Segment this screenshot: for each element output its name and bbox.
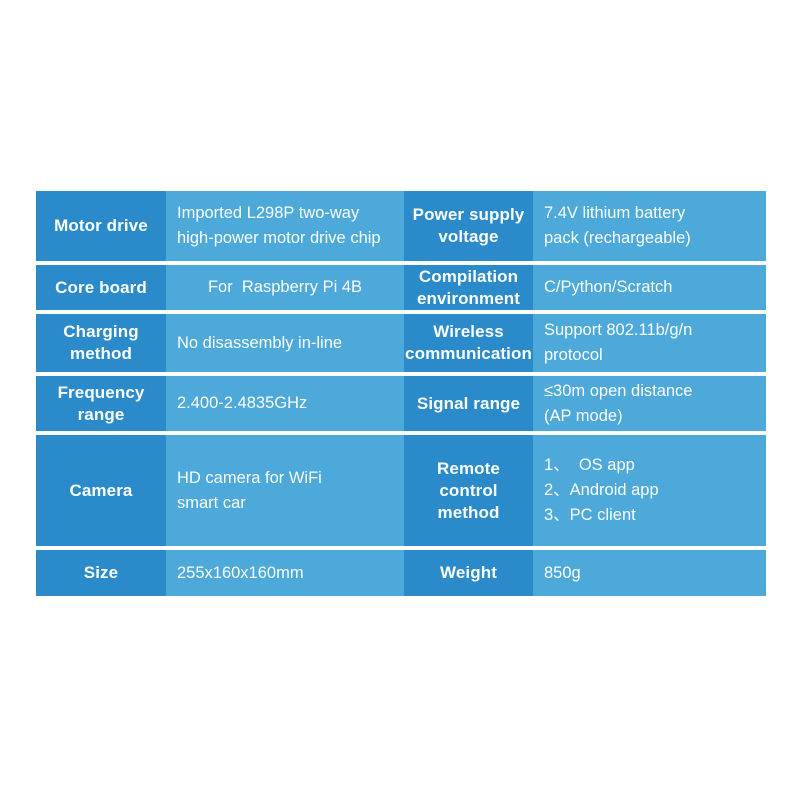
camera-label: Camera [36, 435, 166, 546]
camera-value: HD camera for WiFi smart car [166, 435, 404, 546]
wireless-communication-value: Support 802.11b/g/n protocol [533, 314, 766, 372]
compilation-environment-label: Compilation environment [404, 265, 533, 310]
size-label: Size [36, 550, 166, 596]
charging-method-value: No disassembly in-line [166, 314, 404, 372]
remote-control-method-value: 1、 OS app 2、Android app 3、PC client [533, 435, 766, 546]
core-board-value: For Raspberry Pi 4B [166, 265, 404, 310]
signal-range-value: ≤30m open distance (AP mode) [533, 376, 766, 431]
power-supply-voltage-label: Power supply voltage [404, 191, 533, 261]
charging-method-label: Charging method [36, 314, 166, 372]
frequency-range-value: 2.400-2.4835GHz [166, 376, 404, 431]
signal-range-label: Signal range [404, 376, 533, 431]
spec-row-motor-drive: Motor drive Imported L298P two-way high-… [36, 191, 766, 261]
motor-drive-value: Imported L298P two-way high-power motor … [166, 191, 404, 261]
compilation-environment-value: C/Python/Scratch [533, 265, 766, 310]
remote-control-method-label: Remote control method [404, 435, 533, 546]
power-supply-voltage-value: 7.4V lithium battery pack (rechargeable) [533, 191, 766, 261]
spec-row-frequency-range: Frequency range 2.400-2.4835GHz Signal r… [36, 376, 766, 431]
spec-row-size-weight: Size 255x160x160mm Weight 850g [36, 550, 766, 596]
size-value: 255x160x160mm [166, 550, 404, 596]
weight-label: Weight [404, 550, 533, 596]
product-spec-table: Motor drive Imported L298P two-way high-… [36, 191, 766, 596]
core-board-label: Core board [36, 265, 166, 310]
spec-row-camera: Camera HD camera for WiFi smart car Remo… [36, 435, 766, 546]
motor-drive-label: Motor drive [36, 191, 166, 261]
frequency-range-label: Frequency range [36, 376, 166, 431]
spec-row-charging-method: Charging method No disassembly in-line W… [36, 314, 766, 372]
spec-row-core-board: Core board For Raspberry Pi 4B Compilati… [36, 265, 766, 310]
weight-value: 850g [533, 550, 766, 596]
wireless-communication-label: Wireless communication [404, 314, 533, 372]
